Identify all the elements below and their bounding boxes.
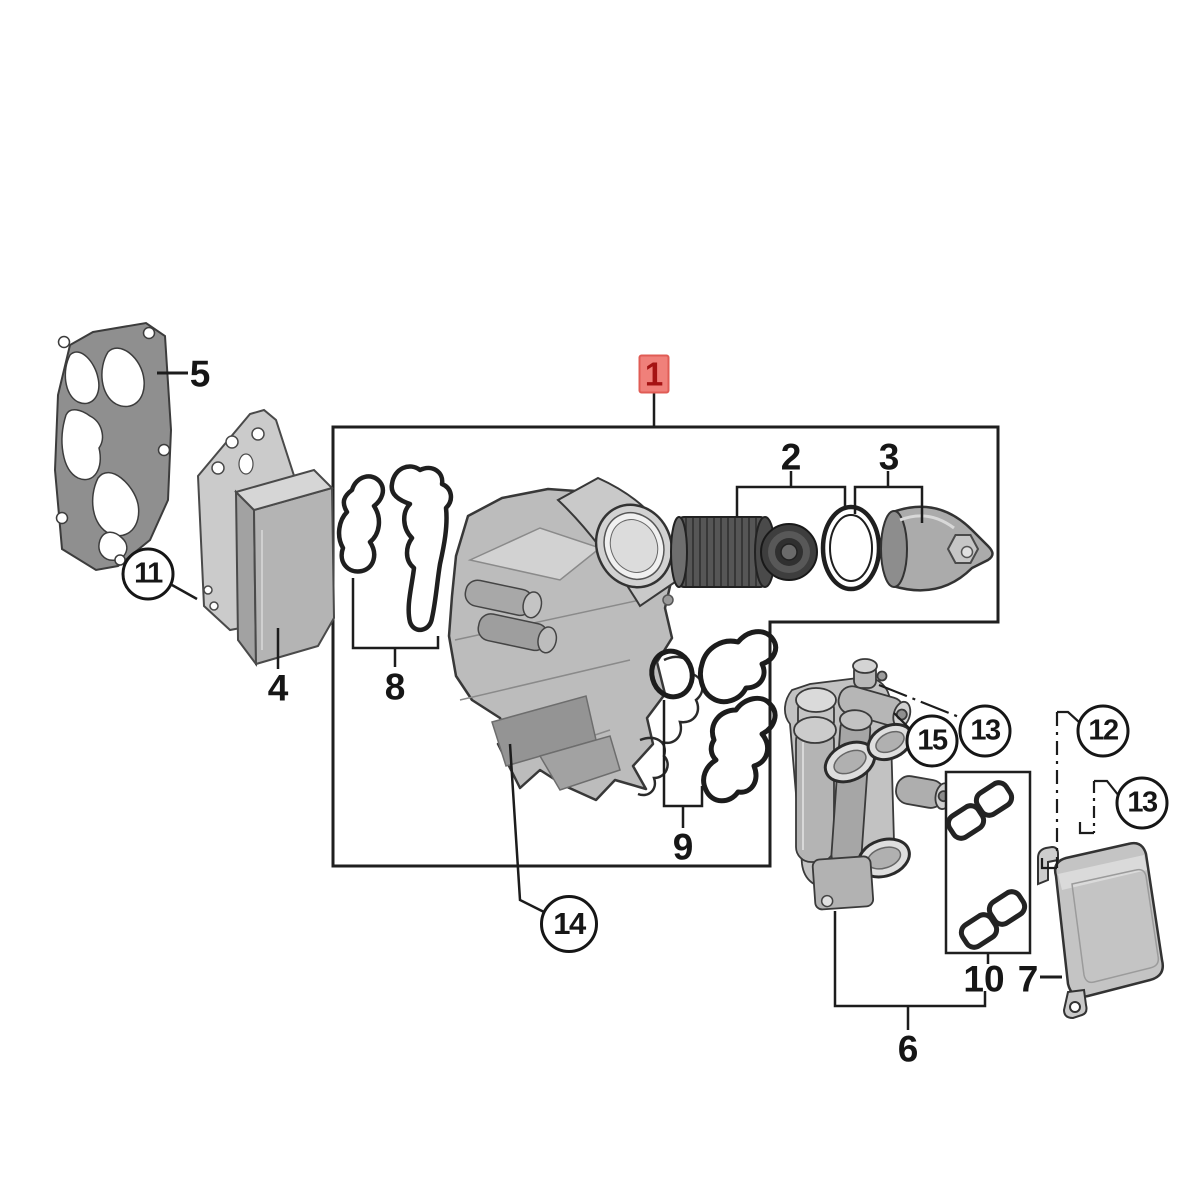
- oil-cooler-7-drawing: [1037, 841, 1164, 1020]
- callout-14: 14: [540, 895, 598, 953]
- callout-9: 9: [672, 826, 694, 868]
- gaskets-8-drawing: [336, 464, 454, 632]
- leader-13-left: [878, 683, 960, 719]
- leader-14: [508, 743, 545, 914]
- callout-13-right: 13: [1115, 776, 1169, 830]
- callout-8: 8: [384, 666, 406, 708]
- leader-13-right: [1078, 779, 1120, 835]
- callout-13-left: 13: [958, 704, 1012, 758]
- callout-6: 6: [897, 1028, 919, 1070]
- callout-2: 2: [780, 436, 802, 478]
- gasket-5-drawing: [53, 321, 173, 572]
- bracket-8: [351, 578, 440, 667]
- callout-5: 5: [189, 353, 211, 395]
- group-box-1: [331, 392, 1000, 868]
- callout-1-highlighted: 1: [638, 354, 670, 394]
- oring-cap-3-drawing: [820, 504, 994, 592]
- callout-3: 3: [878, 436, 900, 478]
- callout-10: 10: [963, 958, 1005, 1000]
- gaskets-9-drawing: [649, 629, 779, 804]
- valve-housing-6-drawing: [784, 658, 953, 911]
- gasket-box-10: [944, 770, 1032, 964]
- callout-11: 11: [121, 547, 175, 601]
- callout-4: 4: [267, 667, 289, 709]
- leader-15: [893, 712, 910, 729]
- oil-cooler-4-drawing: [196, 408, 336, 668]
- leader-11: [171, 583, 198, 601]
- bracket-2: [735, 471, 847, 517]
- filter-housing-drawing: [447, 476, 704, 802]
- bracket-3: [853, 471, 924, 523]
- bracket-9: [662, 700, 704, 828]
- callout-12: 12: [1076, 704, 1130, 758]
- leader-12: [1040, 710, 1080, 870]
- callout-15: 15: [905, 714, 959, 768]
- callout-7: 7: [1017, 958, 1039, 1000]
- bracket-6: [833, 911, 987, 1030]
- filter-element-2-drawing: [670, 516, 818, 588]
